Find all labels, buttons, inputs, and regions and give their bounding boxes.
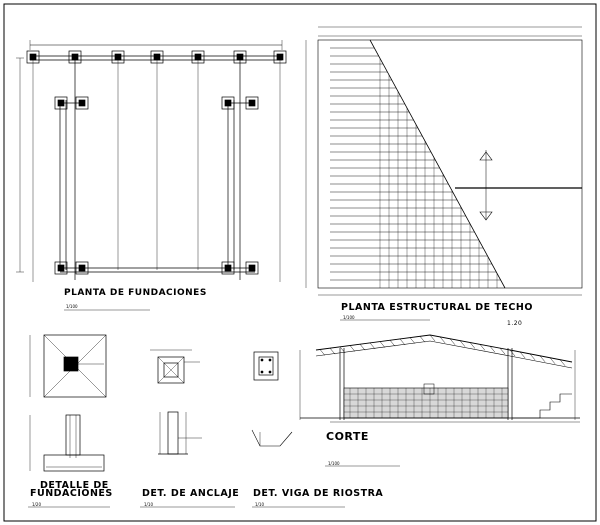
tie-beam-detail — [251, 351, 345, 508]
section-cut — [299, 334, 580, 467]
title-anchor-detail: DET. DE ANCLAJE — [142, 488, 240, 499]
scale-foundation-plan: 1/100 — [66, 304, 78, 309]
title-section-cut: CORTE — [326, 430, 369, 443]
foundation-plan — [16, 40, 287, 311]
scale-anchor-detail: 1/10 — [144, 502, 153, 507]
scale-section-cut: 1/100 — [328, 461, 340, 466]
title-foundation-detail-line1: DETALLE DE — [40, 480, 109, 491]
scale-tie-beam-detail: 1/10 — [255, 502, 264, 507]
title-foundation-detail-line2: FUNDACIONES — [30, 488, 113, 499]
roof-plan — [305, 26, 583, 321]
title-tie-beam-detail: DET. VIGA DE RIOSTRA — [253, 488, 384, 499]
foundation-detail — [28, 334, 110, 508]
sheet-border — [3, 3, 597, 522]
scale-roof-plan: 1/100 — [343, 315, 355, 320]
title-foundation-plan: PLANTA DE FUNDACIONES — [64, 288, 207, 298]
anchor-detail — [140, 349, 235, 508]
scale-foundation-detail: 1/20 — [32, 502, 41, 507]
title-roof-plan: PLANTA ESTRUCTURAL DE TECHO — [341, 302, 533, 313]
elevation-mark: 1.20 — [507, 320, 523, 327]
